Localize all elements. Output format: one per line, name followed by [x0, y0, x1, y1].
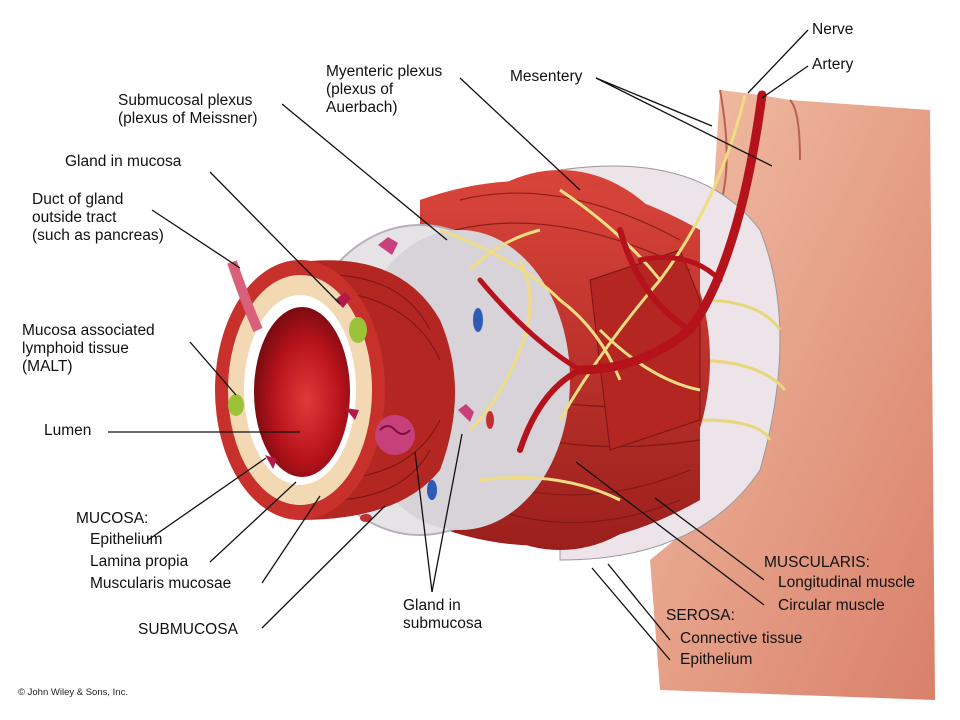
label-muscularis-heading: MUSCULARIS:: [764, 554, 870, 571]
label-gland-in-mucosa: Gland in mucosa: [65, 153, 182, 170]
label-circular-muscle: Circular muscle: [778, 597, 885, 614]
label-submucosa: SUBMUCOSA: [138, 621, 238, 638]
gland-duct: [227, 260, 263, 332]
label-malt: Mucosa associated lymphoid tissue (MALT): [22, 322, 155, 375]
label-submucosal-plexus: Submucosal plexus (plexus of Meissner): [118, 92, 258, 127]
leader-lines: [108, 29, 809, 661]
mucosa-tube: [215, 260, 455, 520]
label-gland-in-submucosa: Gland in submucosa: [403, 597, 483, 632]
label-myenteric-plexus: Myenteric plexus (plexus of Auerbach): [326, 63, 443, 116]
label-mucosa-heading: MUCOSA:: [76, 510, 149, 527]
nerve-plexus: [439, 94, 747, 502]
label-epithelium: Epithelium: [90, 531, 163, 548]
label-serosa-heading: SEROSA:: [666, 607, 735, 624]
label-lamina-propia: Lamina propia: [90, 553, 189, 570]
label-artery: Artery: [812, 56, 854, 73]
label-mesentery: Mesentery: [510, 68, 583, 85]
label-muscularis-mucosae: Muscularis mucosae: [90, 575, 232, 592]
copyright-notice: © John Wiley & Sons, Inc.: [18, 687, 128, 698]
label-duct-of-gland: Duct of gland outside tract (such as pan…: [32, 191, 164, 244]
label-connective-tissue: Connective tissue: [680, 630, 803, 647]
label-nerve: Nerve: [812, 21, 854, 38]
label-serosa-epithelium: Epithelium: [680, 651, 753, 668]
label-lumen: Lumen: [44, 422, 92, 439]
arteries: [477, 90, 767, 453]
submucosal-glands: [375, 237, 474, 455]
label-longitudinal-muscle: Longitudinal muscle: [778, 574, 916, 591]
